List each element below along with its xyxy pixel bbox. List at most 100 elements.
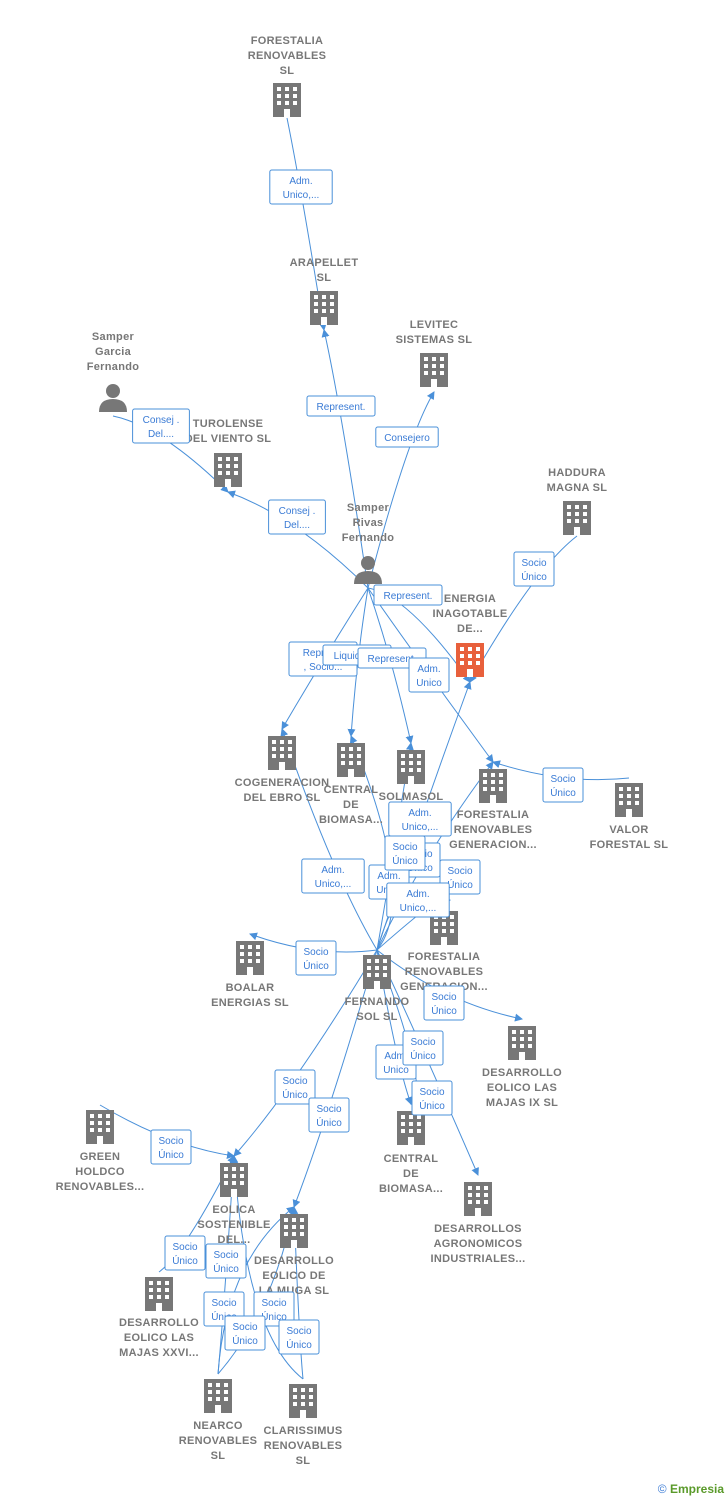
edge-fernando_sol-to-muga[interactable]: [292, 949, 378, 1208]
node-central2[interactable]: CENTRALDEBIOMASA...: [379, 1111, 443, 1195]
edge-label-text: Único: [410, 1049, 436, 1062]
node-energia[interactable]: ENERGIAINAGOTABLEDE...: [433, 593, 508, 677]
building-icon: [563, 501, 591, 535]
edge-label-text: Socio: [232, 1322, 257, 1333]
node-label: DE: [343, 799, 359, 811]
edge-label[interactable]: Consejero: [375, 426, 439, 448]
node-label: SOLMASOL: [379, 791, 444, 803]
edge-label-text: Único: [521, 570, 547, 583]
edge-label-text: Unico,...: [315, 879, 352, 890]
edge-label-box: [274, 1069, 316, 1105]
edge-label-text: Unico,...: [283, 190, 320, 201]
node-forestalia_gen1[interactable]: FORESTALIARENOVABLESGENERACION...: [449, 769, 537, 851]
edge-samper_rivas-to-levitec[interactable]: [367, 391, 435, 589]
brand-name[interactable]: Empresia: [669, 1482, 724, 1496]
edge-label[interactable]: Adm.Unico,...: [386, 882, 450, 918]
node-desarrollos_agro[interactable]: DESARROLLOSAGRONOMICOSINDUSTRIALES...: [431, 1182, 526, 1265]
edge-label[interactable]: Adm.Unico: [408, 657, 450, 693]
node-eolica[interactable]: EOLICASOSTENIBLEDEL...: [197, 1163, 270, 1246]
edge-line: [469, 535, 578, 683]
node-fernando_sol[interactable]: FERNANDO SOL SL: [345, 955, 410, 1023]
edge-label-text: Único: [431, 1004, 457, 1017]
node-label: Samper: [347, 502, 390, 514]
node-green[interactable]: GREENHOLDCORENOVABLES...: [56, 1110, 145, 1193]
edge-label-text: , Socio...: [304, 662, 343, 673]
edge-label-text: Socio: [419, 1087, 444, 1098]
edge-label-text: Socio: [316, 1104, 341, 1115]
edge-label-box: [295, 940, 337, 976]
node-label: FERNANDO: [345, 996, 410, 1008]
edge-label[interactable]: Represent.: [306, 395, 376, 417]
edge-label-box: [542, 767, 584, 803]
edge-label[interactable]: Consej .Del....: [132, 408, 190, 444]
edge-haddura-to-energia[interactable]: [469, 535, 578, 683]
edge-label-text: Adm.: [408, 808, 431, 819]
edge-label-box: [411, 1080, 453, 1116]
node-label: CENTRAL: [384, 1153, 439, 1165]
building-icon: [464, 1182, 492, 1216]
edge-label-box: [308, 1097, 350, 1133]
edge-label[interactable]: Represent.: [373, 584, 443, 606]
edge-label-box: [386, 882, 450, 918]
edge-label-text: Liquidador: [334, 651, 381, 662]
edge-label-text: Unico: [383, 1065, 409, 1076]
node-label: SOL SL: [356, 1011, 397, 1023]
building-icon: [220, 1163, 248, 1197]
edge-label-text: Adm.: [321, 865, 344, 876]
edge-label-box: [513, 551, 555, 587]
edge-label-text: Adm.: [377, 871, 400, 882]
edge-label[interactable]: Adm.Unico,...: [269, 169, 333, 205]
edge-label-box: [301, 858, 365, 894]
person-icon: [99, 384, 127, 412]
node-label: DESARROLLO: [254, 1255, 334, 1267]
node-forestalia_gen2[interactable]: FORESTALIARENOVABLESGENERACION...: [400, 911, 488, 993]
edge-samper_rivas-to-arapellet[interactable]: [321, 329, 369, 589]
edge-label[interactable]: Adm.Unico,...: [388, 801, 452, 837]
building-icon: [337, 743, 365, 777]
edge-fernando_sol-to-eolica[interactable]: [233, 949, 378, 1157]
edge-label-text: Del....: [148, 429, 174, 440]
node-label: EOLICO DE: [262, 1270, 325, 1282]
edge-label-text: Único: [158, 1148, 184, 1161]
node-solmasol[interactable]: SOLMASOL: [379, 750, 444, 803]
edge-label-text: Unico: [416, 678, 442, 689]
edge-label-box: [423, 985, 465, 1021]
building-icon: [214, 453, 242, 487]
edge-label[interactable]: Adm. Unico,...: [301, 858, 365, 894]
edge-label-box: [205, 1243, 247, 1279]
edge-label-text: Adm.: [406, 889, 429, 900]
node-central1[interactable]: CENTRALDEBIOMASA...: [319, 743, 383, 826]
edge-label-text: Socio: [303, 947, 328, 958]
edge-label[interactable]: Consej .Del....: [268, 499, 326, 535]
edge-label-text: Socio: [550, 774, 575, 785]
